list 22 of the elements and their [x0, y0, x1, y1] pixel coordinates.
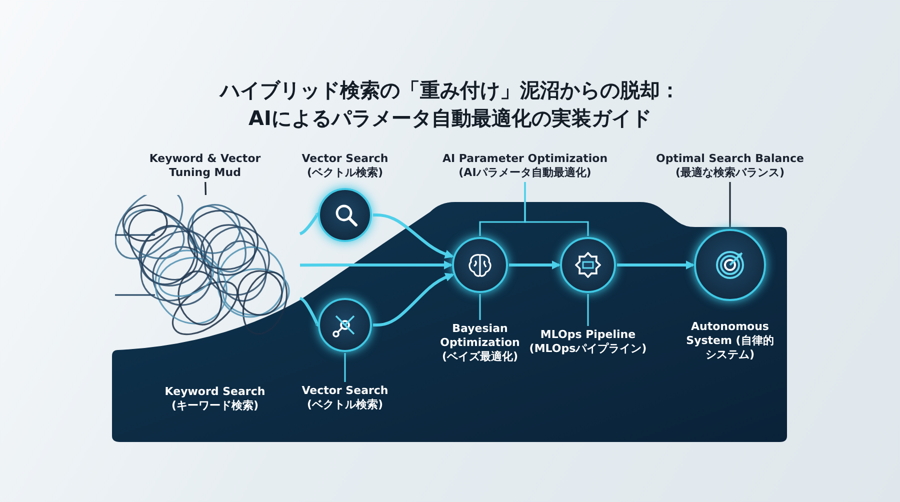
node-caption: Keyword & Vector Tuning Mud	[148, 152, 262, 180]
leader-line	[479, 294, 481, 320]
step-circle	[318, 188, 372, 242]
node-caption: Optimal Search Balance (最適な検索バランス)	[655, 152, 805, 180]
node-caption: Vector Search (ベクトル検索)	[300, 152, 390, 180]
arrow	[299, 260, 453, 270]
leader-line	[729, 182, 731, 228]
arrow	[617, 260, 695, 270]
arrow	[509, 260, 561, 270]
leader-line	[344, 353, 346, 382]
title: ハイブリッド検索の「重み付け」泥沼からの脱却：AIによるパラメータ自動最適化の実装ガイド	[218, 77, 681, 132]
node-caption: MLOps Pipeline (MLOpsパイプライン)	[528, 328, 648, 356]
arrow	[373, 272, 454, 326]
leader-line	[524, 182, 589, 236]
arrow	[373, 214, 454, 258]
node-caption: Vector Search (ベクトル検索)	[300, 384, 390, 412]
node-caption: Autonomous System (自律的システム)	[685, 320, 775, 362]
leader-line	[587, 294, 589, 326]
panel-label: Keyword Search (キーワード検索)	[164, 385, 266, 414]
node-caption: AI Parameter Optimization (AIパラメータ自動最適化)	[441, 152, 609, 180]
node-caption: Bayesian Optimization (ベイズ最適化)	[439, 322, 521, 364]
leader-line	[204, 182, 207, 196]
